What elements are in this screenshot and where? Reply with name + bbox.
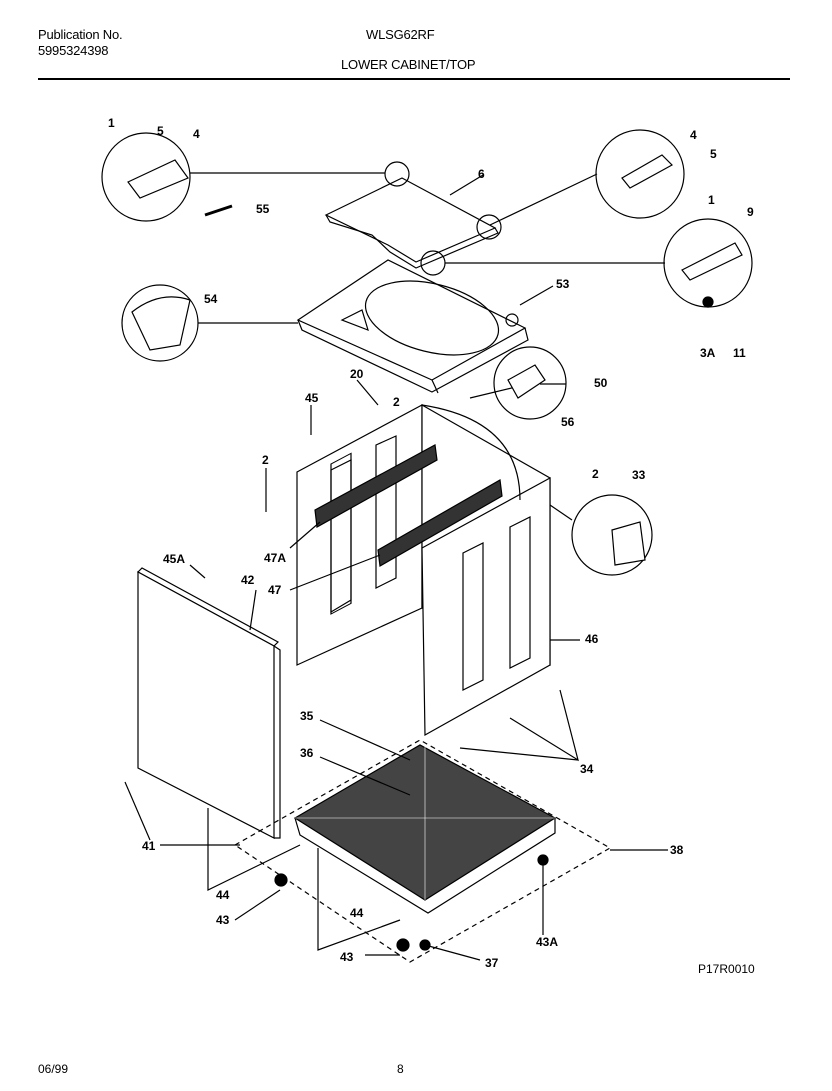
callout-11: 11 <box>733 346 746 360</box>
callout-44: 44 <box>350 906 364 920</box>
detail-circle-lid-switch <box>571 494 653 576</box>
callout-2: 2 <box>262 453 269 467</box>
callout-35: 35 <box>300 709 314 723</box>
detail-circle-hinge-left <box>101 132 191 222</box>
callout-34: 34 <box>580 762 594 776</box>
header-rule <box>38 78 790 80</box>
lid-part <box>324 161 502 276</box>
callout-37: 37 <box>485 956 499 970</box>
callout-44: 44 <box>216 888 230 902</box>
callout-5: 5 <box>157 124 164 138</box>
cabinet-top-part <box>296 259 529 399</box>
footer-date: 06/99 <box>38 1062 69 1076</box>
front-panel-part <box>137 567 281 839</box>
callout-43: 43 <box>340 950 354 964</box>
callout-20: 20 <box>350 367 364 381</box>
page-number: 8 <box>397 1062 404 1076</box>
callout-4: 4 <box>690 128 697 142</box>
callout-47: 47 <box>268 583 282 597</box>
callout-4: 4 <box>193 127 200 141</box>
detail-circle-switch <box>493 346 567 420</box>
section-title: LOWER CABINET/TOP <box>341 57 476 72</box>
callout-2: 2 <box>393 395 400 409</box>
base-part <box>233 739 612 963</box>
callout-50: 50 <box>594 376 608 390</box>
diagram-code: P17R0010 <box>698 962 755 976</box>
callout-9: 9 <box>747 205 754 219</box>
callout-6: 6 <box>478 167 485 181</box>
callout-38: 38 <box>670 843 684 857</box>
callout-54: 54 <box>204 292 218 306</box>
callout-43: 43 <box>216 913 230 927</box>
callout-1: 1 <box>108 116 115 130</box>
callout-33: 33 <box>632 468 646 482</box>
cabinet-body-part <box>296 403 551 737</box>
callout-53: 53 <box>556 277 570 291</box>
callout-43a: 43A <box>536 935 558 949</box>
callout-2: 2 <box>592 467 599 481</box>
callout-46: 46 <box>585 632 599 646</box>
callout-47a: 47A <box>264 551 286 565</box>
callout-1: 1 <box>708 193 715 207</box>
callout-56: 56 <box>561 415 575 429</box>
callout-36: 36 <box>300 746 314 760</box>
callout-45: 45 <box>305 391 319 405</box>
publication-label: Publication No. <box>38 27 123 42</box>
publication-number: 5995324398 <box>38 43 109 58</box>
callout-3a: 3A <box>700 346 716 360</box>
callout-45a: 45A <box>163 552 185 566</box>
model-number: WLSG62RF <box>366 27 435 42</box>
callout-55: 55 <box>256 202 270 216</box>
callout-41: 41 <box>142 839 156 853</box>
callout-42: 42 <box>241 573 255 587</box>
callout-5: 5 <box>710 147 717 161</box>
